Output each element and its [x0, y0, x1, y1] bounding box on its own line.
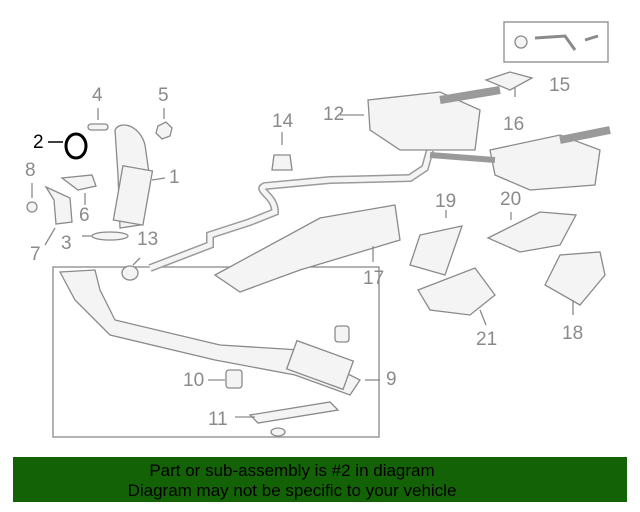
callout-21[interactable]: 21: [476, 329, 498, 350]
part-7-bracket[interactable]: [44, 185, 73, 225]
callout-4[interactable]: 4: [92, 85, 103, 106]
callout-3[interactable]: 3: [61, 233, 72, 254]
part-17-heat-shield[interactable]: [213, 204, 401, 293]
callout-1[interactable]: 1: [169, 167, 180, 188]
part-19-shield[interactable]: [409, 225, 463, 276]
part-10-hanger[interactable]: [225, 369, 243, 389]
callout-18[interactable]: 18: [562, 323, 584, 344]
callout-19[interactable]: 19: [435, 191, 457, 212]
callout-17[interactable]: 17: [363, 268, 385, 289]
callout-7[interactable]: 7: [30, 244, 41, 265]
banner-line-2: Diagram may not be specific to your vehi…: [127, 481, 457, 500]
info-banner: Part or sub-assembly is #2 in diagram Di…: [13, 457, 627, 502]
part-6-bracket[interactable]: [60, 174, 97, 191]
part-8-bolt[interactable]: [26, 201, 38, 213]
callout-13[interactable]: 13: [137, 229, 159, 250]
callout-16[interactable]: 16: [503, 114, 525, 135]
part-12-muffler[interactable]: [367, 91, 481, 151]
part-1-converter[interactable]: [112, 124, 166, 229]
exhaust-diagram: [26, 21, 611, 438]
callout-12[interactable]: 12: [323, 104, 345, 125]
part-2-gasket[interactable]: [64, 132, 88, 160]
part-3-gasket[interactable]: [91, 231, 129, 241]
part-14-hanger[interactable]: [271, 154, 293, 171]
callout-10[interactable]: 10: [183, 370, 205, 391]
part-20-shield[interactable]: [486, 211, 578, 253]
callout-6[interactable]: 6: [79, 205, 90, 226]
part-13-gasket[interactable]: [121, 265, 139, 281]
callout-11[interactable]: 11: [208, 409, 228, 430]
banner-line-1: Part or sub-assembly is #2 in diagram: [149, 461, 435, 480]
part-5-nut[interactable]: [155, 121, 173, 140]
part-11-bracket[interactable]: [248, 401, 340, 424]
callout-5[interactable]: 5: [158, 85, 169, 106]
callout-2[interactable]: 2: [33, 132, 44, 153]
part-9-assembly[interactable]: [58, 269, 361, 396]
part-21-shield[interactable]: [417, 267, 496, 316]
callout-9[interactable]: 9: [386, 369, 397, 390]
callout-14[interactable]: 14: [272, 111, 294, 132]
callout-15[interactable]: 15: [549, 75, 571, 96]
rear-muffler[interactable]: [489, 134, 601, 191]
part-16-tip[interactable]: [484, 71, 534, 91]
callout-20[interactable]: 20: [500, 189, 522, 210]
callout-8[interactable]: 8: [25, 160, 36, 181]
part-4-stud[interactable]: [87, 123, 109, 131]
part-18-shield[interactable]: [544, 251, 606, 306]
part-15-kit[interactable]: [514, 35, 528, 49]
